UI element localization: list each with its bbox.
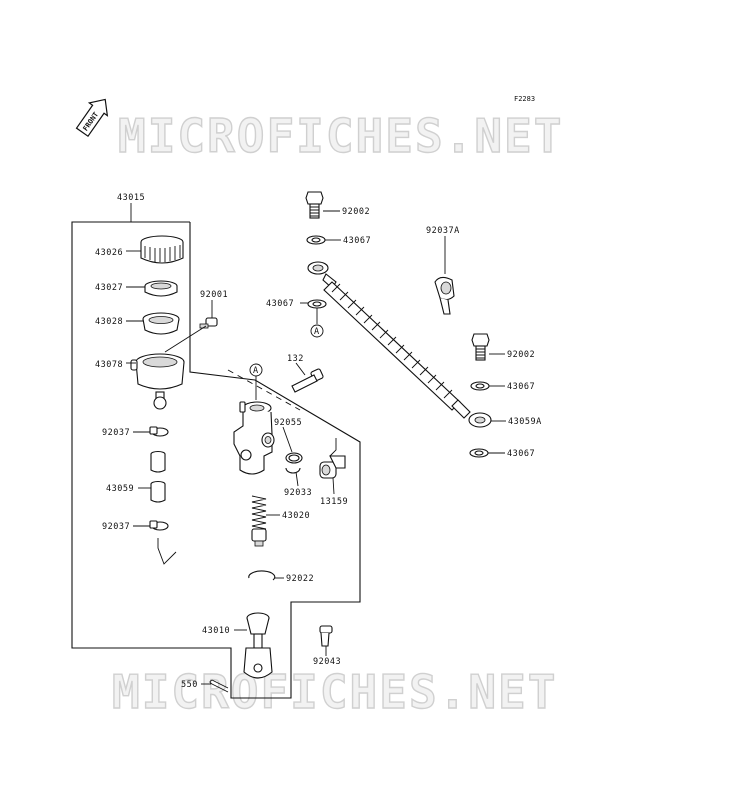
callout-a-top: A — [249, 363, 263, 377]
part-label-92037a: 92037A — [426, 226, 460, 236]
reservoir-tank — [130, 353, 185, 410]
part-label-43078: 43078 — [95, 360, 123, 370]
svg-text:A: A — [314, 327, 320, 337]
svg-text:A: A — [253, 366, 259, 376]
part-label-13159: 13159 — [320, 497, 348, 507]
banjo-bolt-top — [305, 191, 324, 219]
part-label-43067-lower-1: 43067 — [507, 382, 535, 392]
part-label-92022: 92022 — [286, 574, 314, 584]
reservoir-plate — [144, 280, 178, 297]
part-label-92043: 92043 — [313, 657, 341, 667]
part-label-43020: 43020 — [282, 511, 310, 521]
part-label-43015: 43015 — [117, 193, 145, 203]
part-label-43059a: 43059A — [508, 417, 542, 427]
assembly-frame — [71, 221, 361, 699]
part-label-43059: 43059 — [106, 484, 134, 494]
o-ring-92055 — [285, 452, 303, 464]
elbow-fitting-13159 — [319, 455, 346, 479]
hose-clamp-lower — [149, 520, 169, 531]
part-label-132: 132 — [287, 354, 304, 364]
washer-top — [306, 235, 326, 245]
figure-code: F2283 — [514, 95, 535, 103]
washer-lower-1 — [470, 381, 490, 391]
banjo-bolt-lower — [471, 333, 490, 361]
part-label-92033: 92033 — [284, 488, 312, 498]
washer-lower-2 — [469, 448, 489, 458]
master-cylinder-body — [233, 401, 275, 475]
push-rod-43010 — [243, 612, 273, 679]
pin-92043 — [319, 625, 333, 647]
part-label-92055: 92055 — [274, 418, 302, 428]
circlip-92022 — [248, 570, 276, 581]
circlip-92033 — [285, 467, 301, 474]
part-label-43027: 43027 — [95, 283, 123, 293]
watermark-bottom: MICROFICHES.NET — [112, 665, 557, 719]
cotter-pin-550 — [209, 679, 229, 693]
washer-mid — [307, 299, 327, 309]
reservoir-cap — [140, 235, 184, 264]
part-label-92002-top: 92002 — [342, 207, 370, 217]
reservoir-diaphragm — [142, 312, 180, 335]
part-label-43028: 43028 — [95, 317, 123, 327]
hose-clip-92037a — [434, 276, 455, 315]
part-label-43067-mid: 43067 — [266, 299, 294, 309]
part-label-43026: 43026 — [95, 248, 123, 258]
part-label-92037-upper: 92037 — [102, 428, 130, 438]
part-label-43067-top: 43067 — [343, 236, 371, 246]
callout-a-mid: A — [310, 324, 324, 338]
part-label-92001: 92001 — [200, 290, 228, 300]
part-label-92002-lower: 92002 — [507, 350, 535, 360]
brake-hose — [307, 261, 492, 428]
part-label-43010: 43010 — [202, 626, 230, 636]
part-label-43067-lower-2: 43067 — [507, 449, 535, 459]
part-label-92037-lower: 92037 — [102, 522, 130, 532]
reservoir-hose — [150, 450, 166, 503]
watermark-top: MICROFICHES.NET — [118, 109, 563, 163]
hose-clamp-upper — [149, 426, 169, 437]
screw-92001 — [199, 317, 218, 329]
bolt-132 — [291, 368, 324, 393]
piston-spring-43020 — [251, 495, 267, 547]
front-arrow-icon: FRONT — [75, 98, 109, 138]
part-label-550: 550 — [181, 680, 198, 690]
